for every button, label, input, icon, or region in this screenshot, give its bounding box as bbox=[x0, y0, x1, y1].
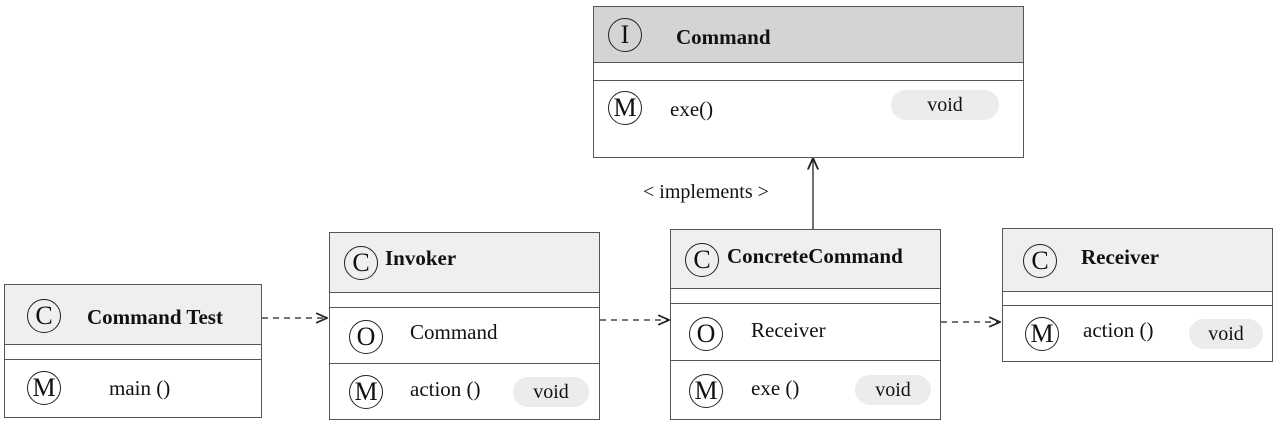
field-compartment bbox=[5, 345, 261, 360]
class-title-invoker: Invoker bbox=[385, 246, 457, 270]
member-name: action () bbox=[1083, 318, 1154, 342]
member-row: M exe () void bbox=[671, 361, 940, 419]
method-icon: M bbox=[27, 371, 61, 405]
member-row: M action () void bbox=[1003, 306, 1272, 361]
class-icon: C bbox=[1023, 244, 1057, 278]
class-box-invoker[interactable]: C Invoker O Command M action () void bbox=[329, 232, 600, 420]
class-header-receiver: C Receiver bbox=[1003, 229, 1272, 292]
interface-icon: I bbox=[608, 18, 642, 52]
return-type-badge: void bbox=[855, 375, 931, 405]
member-row: O Receiver bbox=[671, 304, 940, 361]
class-header-concrete-command: C ConcreteCommand bbox=[671, 230, 940, 289]
class-box-command-test[interactable]: C Command Test M main () bbox=[4, 284, 262, 418]
return-type-badge: void bbox=[1189, 319, 1263, 349]
field-icon: O bbox=[689, 317, 723, 351]
class-title-receiver: Receiver bbox=[1081, 245, 1160, 269]
class-box-command[interactable]: I Command M exe() void bbox=[593, 6, 1024, 158]
field-compartment bbox=[594, 63, 1023, 81]
class-box-receiver[interactable]: C Receiver M action () void bbox=[1002, 228, 1273, 362]
method-icon: M bbox=[349, 375, 383, 409]
member-row: O Command bbox=[330, 308, 599, 364]
class-header-command-test: C Command Test bbox=[5, 285, 261, 345]
member-name: main () bbox=[109, 376, 171, 400]
class-header-command: I Command bbox=[594, 7, 1023, 63]
class-icon: C bbox=[685, 243, 719, 277]
method-icon: M bbox=[608, 91, 642, 125]
member-name: exe() bbox=[670, 97, 714, 121]
method-icon: M bbox=[1025, 317, 1059, 351]
field-icon: O bbox=[349, 320, 383, 354]
return-type-badge: void bbox=[513, 377, 589, 407]
field-compartment bbox=[671, 289, 940, 304]
class-title-command-test: Command Test bbox=[87, 305, 223, 329]
field-compartment bbox=[330, 293, 599, 308]
member-row: M action () void bbox=[330, 364, 599, 419]
class-icon: C bbox=[344, 246, 378, 280]
class-title-concrete-command: ConcreteCommand bbox=[727, 244, 903, 268]
member-name: action () bbox=[410, 377, 481, 401]
member-row: M main () bbox=[5, 360, 261, 417]
member-row: M exe() void bbox=[594, 81, 1023, 157]
member-name: Receiver bbox=[751, 318, 826, 342]
member-name: exe () bbox=[751, 376, 800, 400]
implements-label: < implements > bbox=[643, 181, 769, 203]
field-compartment bbox=[1003, 292, 1272, 306]
method-icon: M bbox=[689, 374, 723, 408]
member-name: Command bbox=[410, 320, 498, 344]
class-title-command: Command bbox=[676, 25, 771, 49]
class-box-concrete-command[interactable]: C ConcreteCommand O Receiver M exe () vo… bbox=[670, 229, 941, 420]
class-icon: C bbox=[27, 299, 61, 333]
return-type-badge: void bbox=[891, 90, 999, 120]
class-header-invoker: C Invoker bbox=[330, 233, 599, 293]
